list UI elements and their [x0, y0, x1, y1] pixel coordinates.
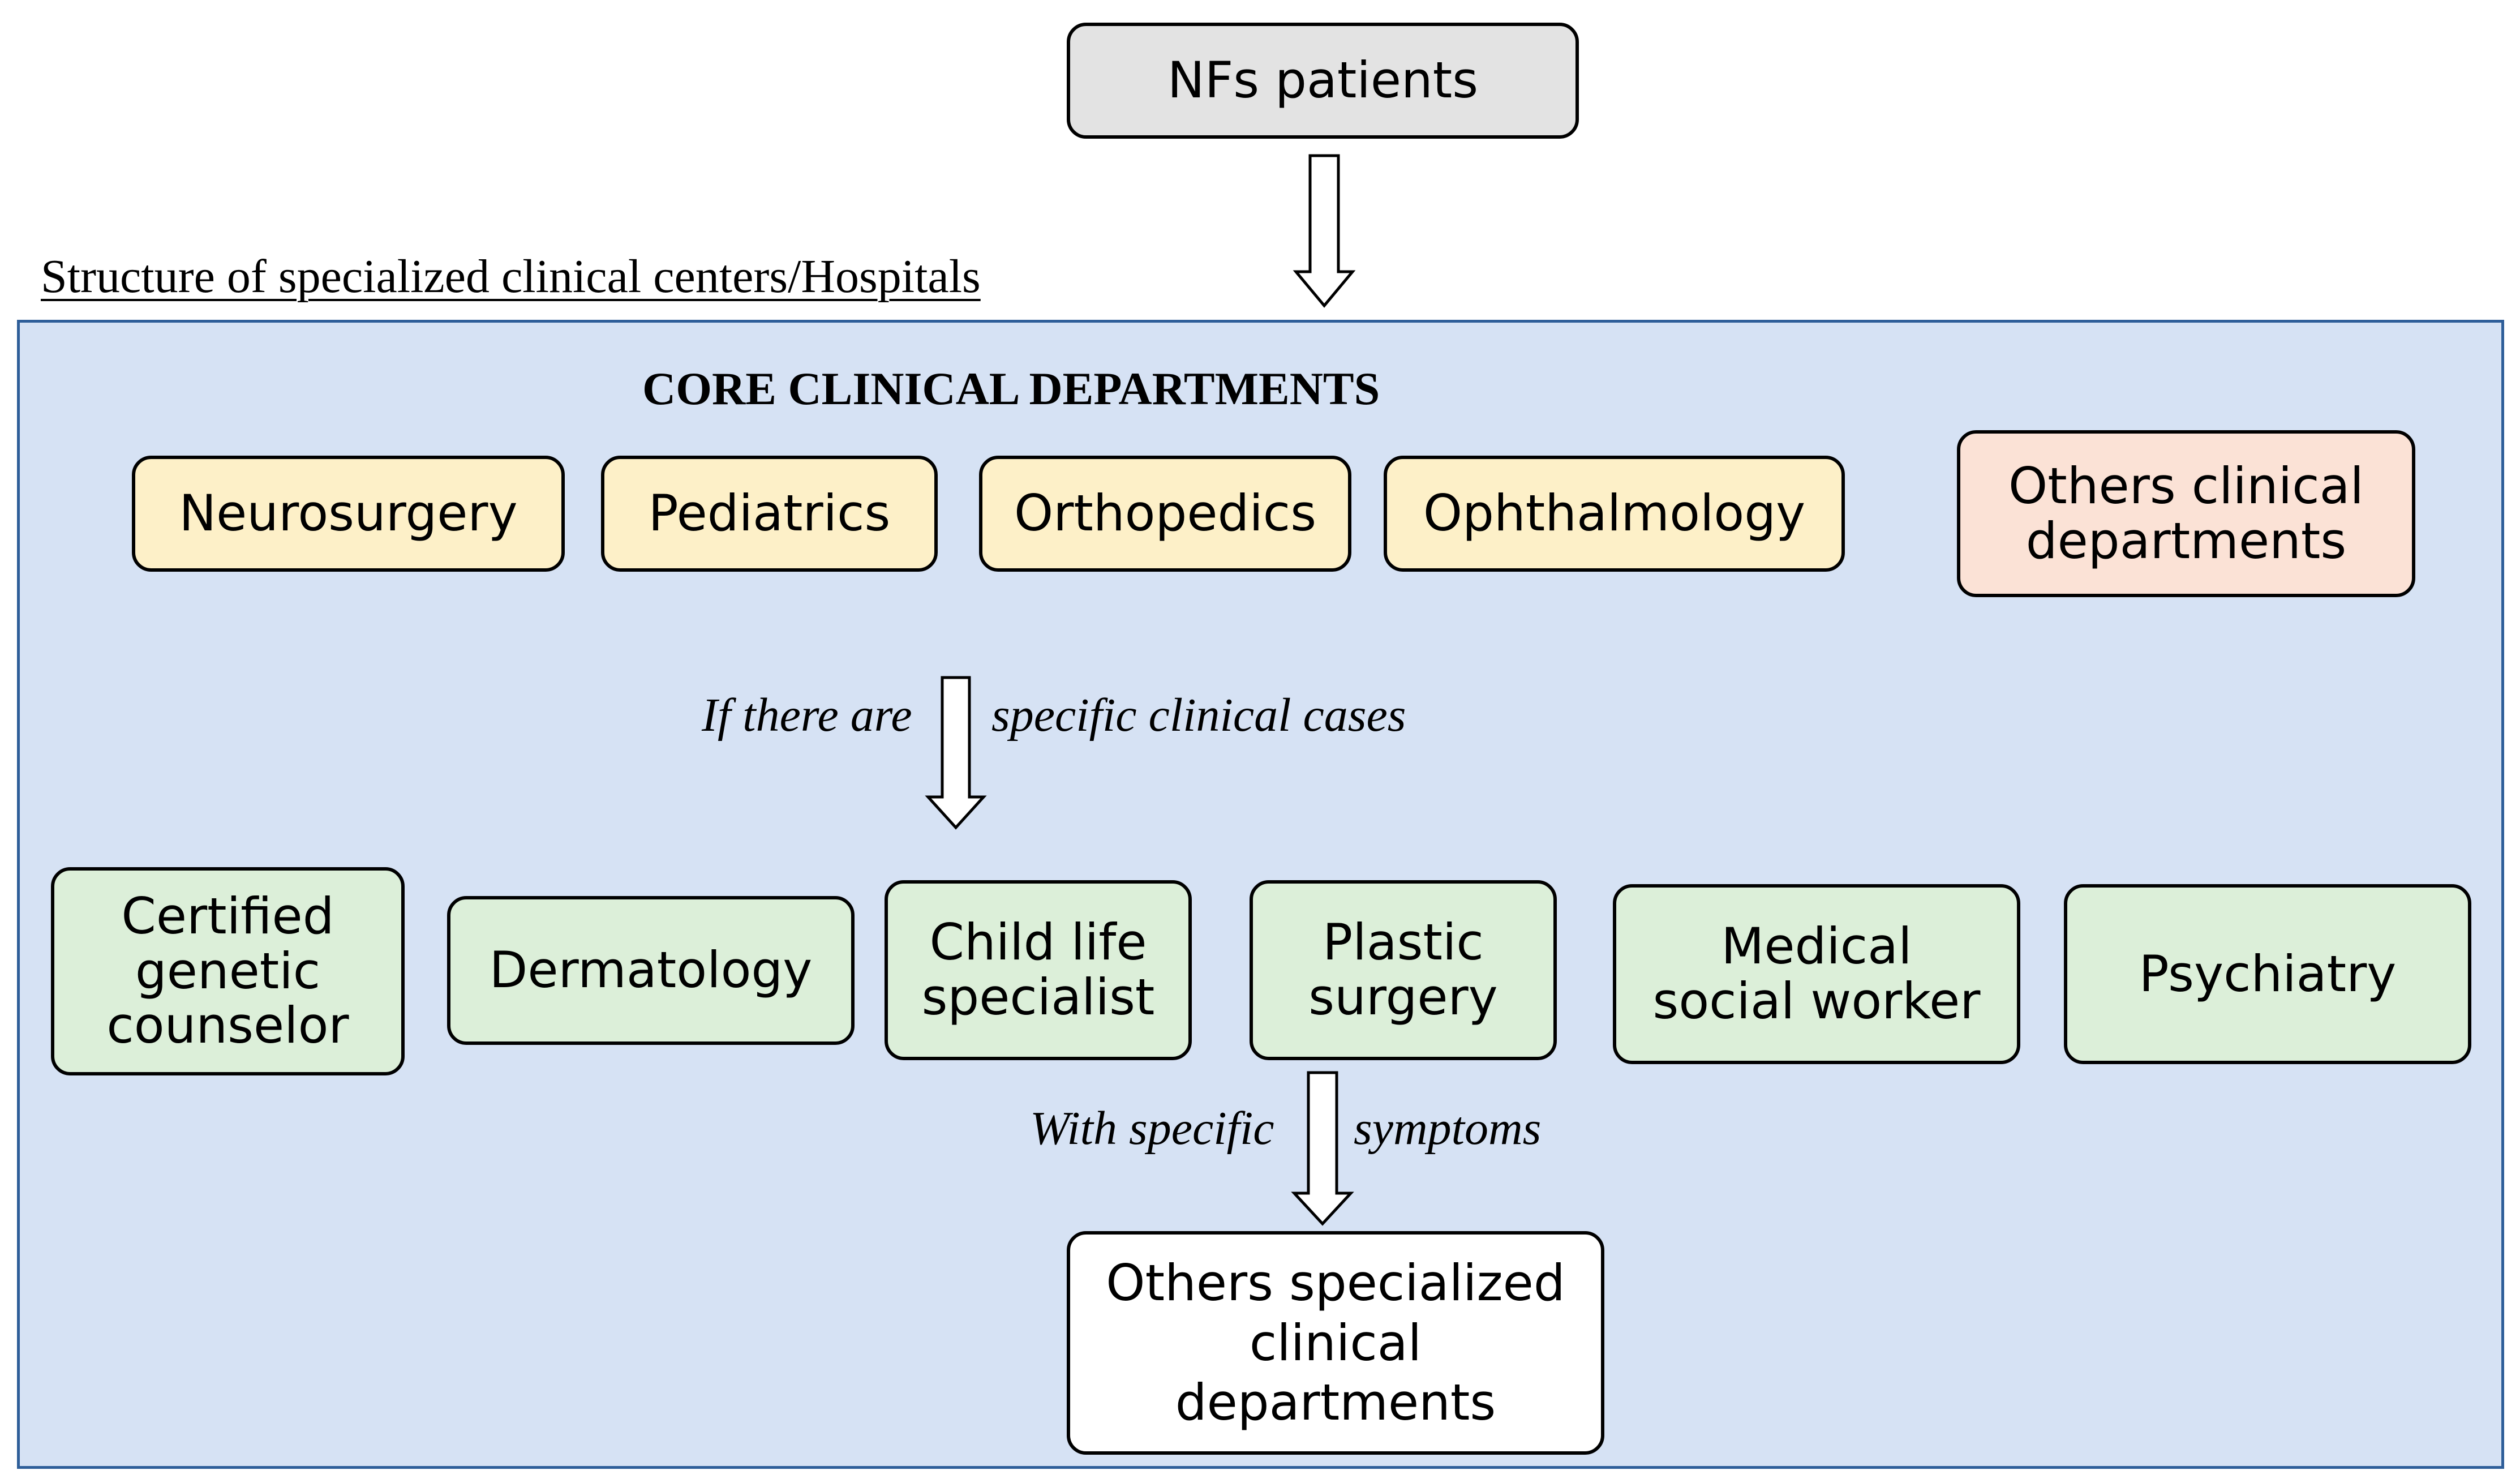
condition-2-right-text: symptoms [1354, 1102, 1542, 1155]
dept-medical-social-worker: Medical social worker [1613, 884, 2020, 1064]
dept-certified-genetic-counselor: Certified genetic counselor [51, 867, 405, 1075]
section-label: Structure of specialized clinical center… [41, 250, 981, 303]
dept-child-life-specialist: Child life specialist [885, 880, 1192, 1060]
condition-2-left-text: With specific [1030, 1102, 1274, 1155]
arrow-specialized-to-others [1291, 1071, 1354, 1226]
core-departments-heading: CORE CLINICAL DEPARTMENTS [642, 363, 1380, 414]
arrow-patients-to-center [1293, 154, 1356, 308]
core-dept-pediatrics: Pediatrics [601, 456, 938, 572]
other-clinical-departments-node: Others clinical departments [1957, 430, 2415, 597]
condition-1-left-text: If there are [702, 689, 912, 742]
dept-psychiatry: Psychiatry [2064, 884, 2471, 1064]
condition-1-right-text: specific clinical cases [991, 689, 1406, 742]
dept-dermatology: Dermatology [447, 896, 855, 1045]
core-dept-ophthalmology: Ophthalmology [1384, 456, 1845, 572]
core-dept-neurosurgery: Neurosurgery [132, 456, 565, 572]
arrow-core-to-specialized [925, 676, 987, 830]
core-dept-orthopedics: Orthopedics [979, 456, 1351, 572]
dept-plastic-surgery: Plastic surgery [1250, 880, 1557, 1060]
nfs-patients-node: NFs patients [1067, 23, 1579, 139]
other-specialized-departments-node: Others specialized clinical departments [1067, 1231, 1604, 1455]
